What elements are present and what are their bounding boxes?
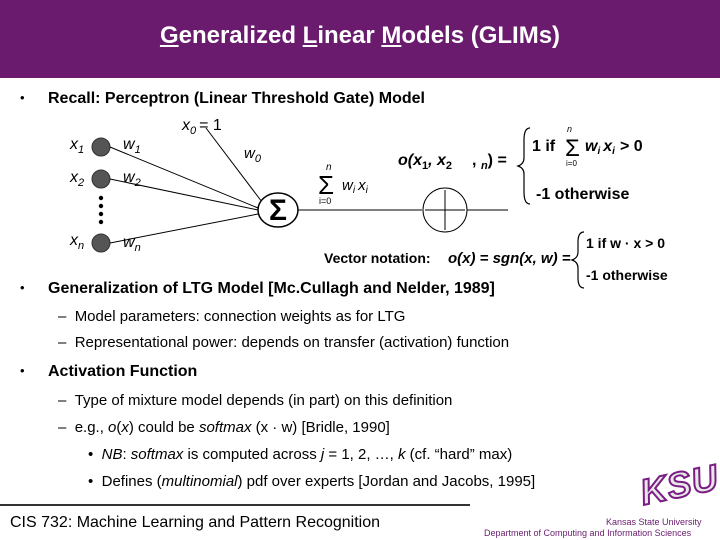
defines-pre: Defines ( <box>101 473 162 490</box>
label-w2: w2 <box>123 169 141 189</box>
sum-bot: i=0 <box>319 196 331 206</box>
nb-pre: NB <box>101 446 123 463</box>
bullet-dot: • <box>88 473 94 490</box>
nb-end: (cf. “hard” max) <box>405 446 513 463</box>
title-part: eneralized <box>178 22 303 49</box>
course-title: CIS 732: Machine Learning and Pattern Re… <box>10 514 381 531</box>
defines-multi: multinomial <box>161 473 238 490</box>
case1-sum-bot: i=0 <box>566 159 577 168</box>
sub-rep-power: – Representational power: depends on tra… <box>58 334 509 351</box>
case-brace <box>516 127 531 205</box>
vector-case2: -1 otherwise <box>586 267 668 283</box>
label-w0: w0 <box>244 145 262 165</box>
case1-gt: > 0 <box>620 138 643 155</box>
eg-o: o <box>108 419 117 436</box>
eg-mid: ) could be <box>128 419 199 436</box>
nb-rest: = 1, 2, …, <box>324 446 399 463</box>
bullet-dot: • <box>20 90 25 105</box>
sub-type-mixture: – Type of mixture model depends (in part… <box>58 392 452 409</box>
eg-pre: e.g., <box>74 419 109 436</box>
ellipsis-dot <box>98 211 104 217</box>
ellipsis-dot <box>98 203 104 209</box>
title-bar <box>0 0 720 78</box>
nb-colon: : <box>122 446 131 463</box>
title-part: G <box>159 22 179 49</box>
bullet-activation: • Activation Function <box>20 363 198 381</box>
bullet-dot: • <box>88 446 94 463</box>
slide-title: Generalized Linear Models (GLIMs) <box>0 22 720 50</box>
dash: – <box>58 419 67 436</box>
ellipsis-dot <box>98 195 104 201</box>
bullet-recall-text: Recall: Perceptron (Linear Threshold Gat… <box>48 90 425 107</box>
vector-brace <box>570 231 585 289</box>
nb-k: k <box>398 446 406 463</box>
type-mixture-text: Type of mixture model depends (in part) … <box>74 392 453 409</box>
dash: – <box>58 308 67 325</box>
bullet-dot: • <box>20 363 25 378</box>
ellipsis-dot <box>98 219 104 225</box>
output-formula: o(x1, x2, n) = <box>398 152 507 172</box>
nb-softmax: softmax <box>130 446 184 463</box>
case1-text: 1 if <box>532 138 556 155</box>
eg-ref: [Bridle, 1990] <box>297 419 390 436</box>
input-node-n <box>91 233 111 253</box>
input-node-1 <box>91 137 111 157</box>
dash: – <box>58 392 67 409</box>
bullet-recall: • Recall: Perceptron (Linear Threshold G… <box>20 90 425 108</box>
bullet-dot: • <box>20 280 25 295</box>
connection-line <box>205 127 263 203</box>
title-part: L <box>302 22 318 49</box>
case1-sum-top: n <box>567 124 572 134</box>
connection-line <box>109 178 259 211</box>
bullet-generalization: • Generalization of LTG Model [Mc.Cullag… <box>20 280 495 298</box>
title-part: M <box>381 22 402 49</box>
footer-rule <box>0 504 470 506</box>
dash: – <box>58 334 67 351</box>
label-xn: xn <box>69 232 84 252</box>
vector-case1: 1 if w · x > 0 <box>586 235 665 251</box>
bullet-generalization-text: Generalization of LTG Model [Mc.Cullagh … <box>48 280 495 297</box>
eg-softmax: softmax <box>198 419 252 436</box>
eg-args: (x · w) <box>251 419 298 436</box>
ksu-department: Department of Computing and Information … <box>484 528 692 538</box>
case1-sum: Σ <box>565 135 580 162</box>
ksu-university: Kansas State University <box>606 517 702 527</box>
sum-sigma: Σ <box>318 170 334 200</box>
vector-label: Vector notation: <box>324 250 431 266</box>
model-params-text: Model parameters: connection weights as … <box>74 308 406 325</box>
nb-j: j <box>320 446 325 463</box>
title-part: odels (GLIMs) <box>401 22 561 49</box>
bullet-activation-text: Activation Function <box>48 363 198 380</box>
title-part: inear <box>317 22 382 49</box>
nb-mid: is computed across <box>183 446 321 463</box>
input-node-2 <box>91 169 111 189</box>
label-w1: w1 <box>123 136 141 156</box>
sub-eg: – e.g., o(x) could be softmax (x · w) [B… <box>58 419 390 436</box>
sub-model-params: – Model parameters: connection weights a… <box>58 308 405 325</box>
connection-line <box>109 213 259 244</box>
vector-o: o(x) = sgn(x, w) = <box>448 250 571 267</box>
sub-nb: • NB: softmax is computed across j = 1, … <box>88 446 512 463</box>
eg-x: x <box>121 419 129 436</box>
sum-top: n <box>326 162 332 173</box>
label-x0: x0= 1 <box>181 117 222 137</box>
defines-rest: ) pdf over experts [Jordan and Jacobs, 1… <box>237 473 536 490</box>
ksu-logo: KSU <box>635 455 720 514</box>
rep-power-text: Representational power: depends on trans… <box>74 334 510 351</box>
label-wn: wn <box>123 234 141 254</box>
case2-text: -1 otherwise <box>536 186 629 203</box>
sigma-symbol: Σ <box>269 194 287 227</box>
sub-defines: • Defines (multinomial) pdf over experts… <box>88 473 535 490</box>
label-x2: x2 <box>69 169 84 189</box>
connection-line <box>109 146 259 209</box>
label-x1: x1 <box>69 136 84 156</box>
